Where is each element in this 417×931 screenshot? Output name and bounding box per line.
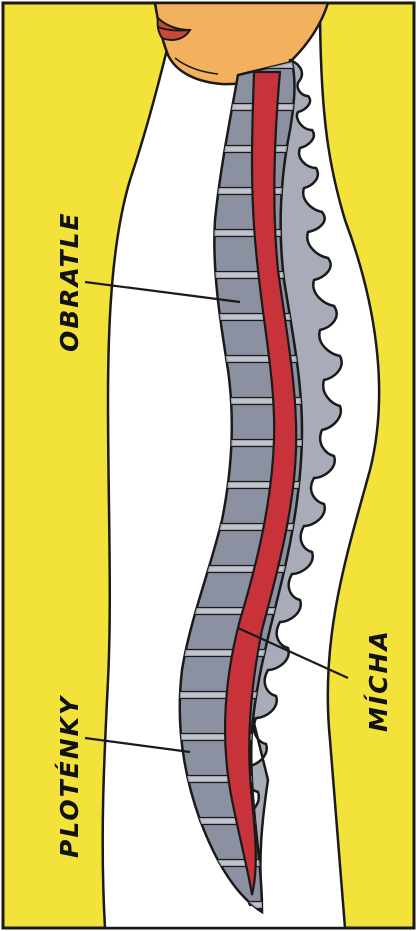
label-discs: PLOTÉNKY xyxy=(55,694,84,858)
label-vertebrae: OBRATLE xyxy=(55,211,84,352)
label-spinal-cord: MÍCHA xyxy=(364,629,393,732)
